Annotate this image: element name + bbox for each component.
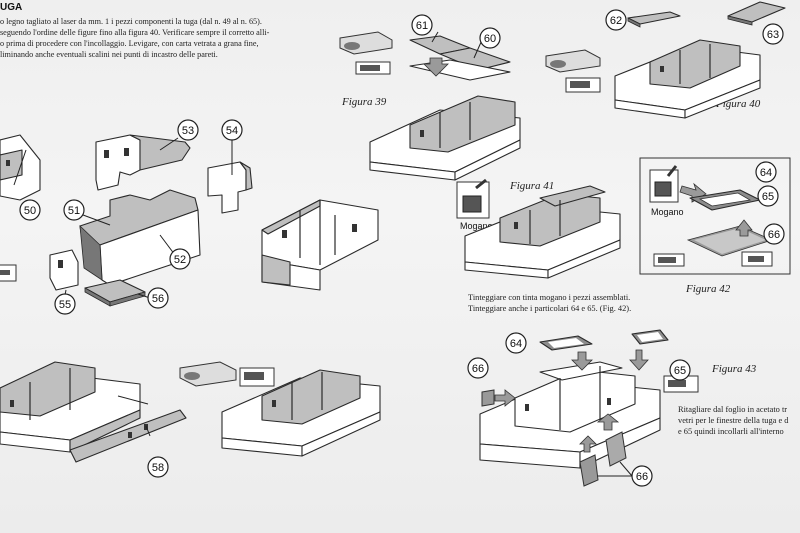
callout-55-text: 55 [59, 299, 71, 311]
callout-66c-text: 66 [636, 471, 648, 483]
part-51-52 [74, 189, 201, 286]
intro-text: o legno tagliato al laser da mm. 1 i pez… [0, 16, 269, 60]
callout-58: 58 [147, 456, 169, 478]
cutting-line-2: vetri per le finestre della tuga e d [678, 416, 789, 425]
callout-54-text: 54 [226, 125, 238, 137]
callout-53: 53 [177, 119, 199, 141]
callout-56: 56 [147, 287, 169, 309]
callout-51-text: 51 [68, 205, 80, 217]
parts-62-63 [627, 1, 786, 28]
callout-50-text: 50 [24, 205, 36, 217]
callout-62-text: 62 [610, 15, 622, 27]
fig39-cabin [369, 95, 521, 181]
fig-bottom-center-cabin [221, 369, 381, 457]
parts-60-61 [409, 31, 511, 81]
part-54 [207, 138, 253, 214]
callout-66-fig42: 66 [763, 223, 785, 245]
callout-54: 54 [221, 119, 243, 141]
callout-65b-text: 65 [674, 365, 686, 377]
callout-63: 63 [762, 23, 784, 45]
callout-63-text: 63 [767, 29, 779, 41]
glue-tube-icon-left [0, 264, 17, 282]
part-56 [84, 279, 151, 307]
tinting-text: Tinteggiare con tinta mogano i pezzi ass… [468, 292, 631, 314]
fig41-cabin [464, 185, 621, 279]
fig43-frames-and-glass [481, 329, 699, 487]
tinting-line-1: Tinteggiare con tinta mogano i pezzi ass… [468, 293, 631, 302]
part-53 [95, 134, 191, 191]
callout-60: 60 [479, 27, 501, 49]
callout-53-text: 53 [182, 125, 194, 137]
cutting-text: Ritagliare dal foglio in acetato tr vetr… [678, 404, 788, 437]
callout-66a-text: 66 [768, 229, 780, 241]
callout-64-fig42: 64 [755, 161, 777, 183]
cutting-line-1: Ritagliare dal foglio in acetato tr [678, 405, 788, 414]
figure-42-label: Figura 42 [686, 283, 731, 295]
callout-56-text: 56 [152, 293, 164, 305]
callout-66b-text: 66 [472, 363, 484, 375]
callout-64a-text: 64 [760, 167, 772, 179]
callout-65-fig43: 65 [669, 359, 691, 381]
callout-52: 52 [169, 248, 191, 270]
fig43-cabin [479, 361, 661, 469]
mogano-label-1: Mogano [460, 221, 493, 231]
intro-line-4: liminando anche eventuali scalini nei pu… [0, 50, 218, 59]
callout-66-fig43-left: 66 [467, 357, 489, 379]
callout-60-text: 60 [484, 33, 496, 45]
intro-line-2: seguendo l'ordine delle figure fino alla… [0, 28, 270, 37]
fig40-glue-tube-icon [545, 49, 601, 93]
callout-66-fig43-bottom: 66 [631, 465, 653, 487]
callout-62: 62 [605, 9, 627, 31]
figure-39-label: Figura 39 [342, 96, 387, 108]
part-55 [49, 249, 79, 301]
tinting-line-2: Tinteggiare anche i particolari 64 e 65.… [468, 304, 632, 313]
callout-64-fig43: 64 [505, 332, 527, 354]
part-58-assembly [0, 361, 187, 463]
callout-64b-text: 64 [510, 338, 522, 350]
callout-55: 55 [54, 293, 76, 315]
figure-42-frame [639, 157, 791, 275]
mogano-label-2: Mogano [651, 207, 684, 217]
fig42-frames [653, 182, 774, 267]
intro-line-1: o legno tagliato al laser da mm. 1 i pez… [0, 17, 262, 26]
callout-61: 61 [411, 14, 433, 36]
callout-51: 51 [63, 199, 85, 221]
figure-43-label: Figura 43 [712, 363, 757, 375]
fig39-glue-tube-icon [339, 31, 393, 75]
callout-61-text: 61 [416, 20, 428, 32]
mogano-paint-can-icon-2 [649, 165, 679, 203]
fig40-cabin [614, 39, 761, 119]
callout-58-text: 58 [152, 462, 164, 474]
callout-50: 50 [19, 199, 41, 221]
callout-52-text: 52 [174, 254, 186, 266]
callout-65-fig42: 65 [757, 185, 779, 207]
section-heading: UGA [0, 2, 23, 13]
part-50-assembly [0, 134, 41, 201]
mogano-paint-can-icon-1 [456, 178, 490, 219]
callout-65a-text: 65 [762, 191, 774, 203]
intro-line-3: o prima di procedere con l'incollaggio. … [0, 39, 259, 48]
figure-41-label: Figura 41 [510, 180, 555, 192]
cutting-line-3: e 65 quindi incollarli all'interno [678, 427, 784, 436]
cabin-frame-assembly [261, 199, 379, 291]
center-glue-tube-icon [179, 361, 275, 387]
